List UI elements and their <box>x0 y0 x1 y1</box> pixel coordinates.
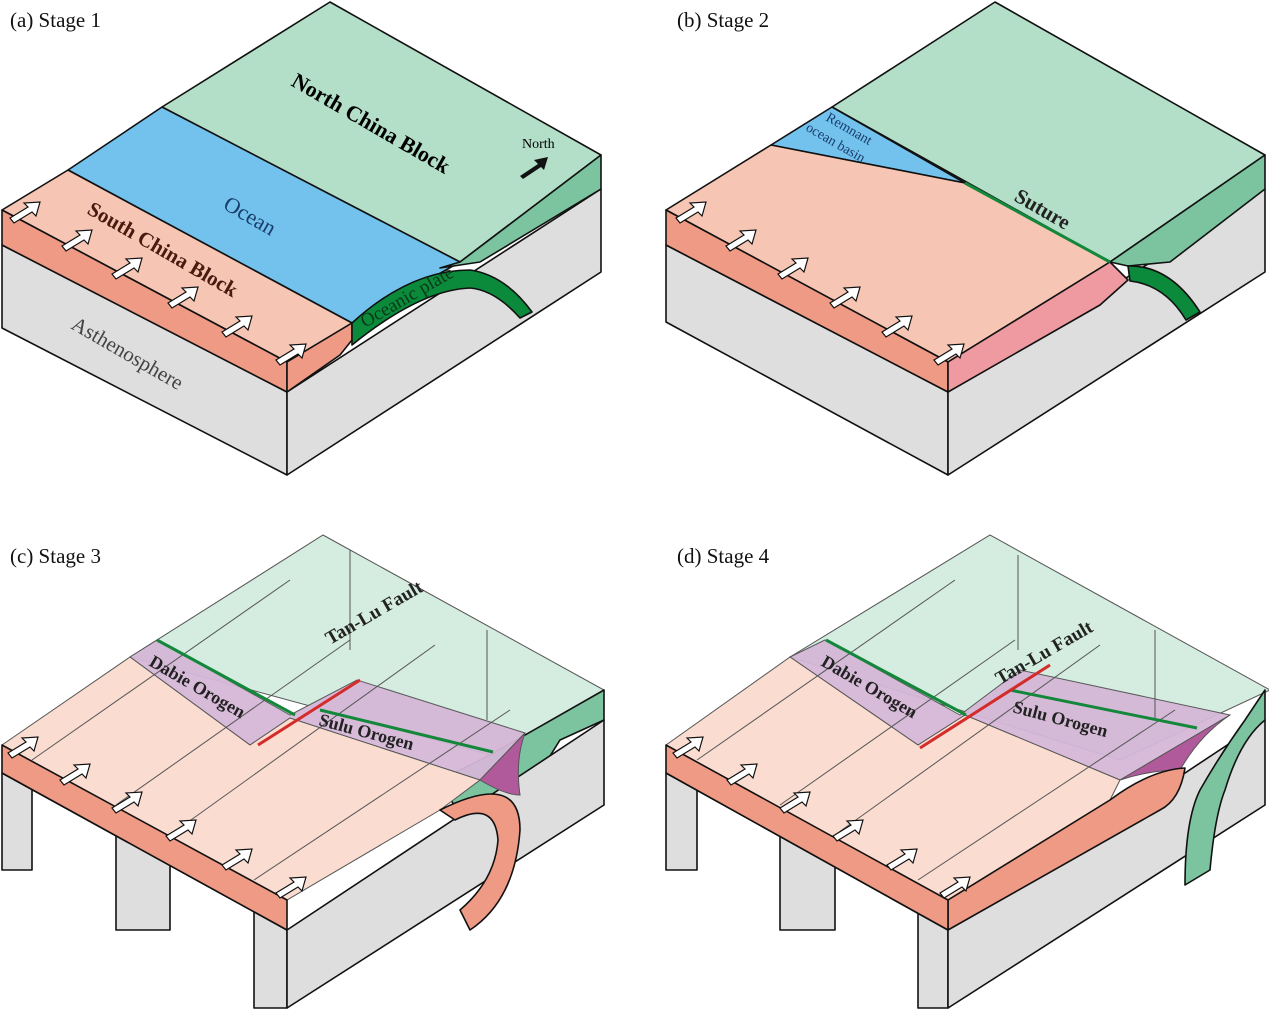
suture-dabie <box>156 638 296 717</box>
panel-d-title: (d) Stage 4 <box>677 544 770 568</box>
oceanic-plate <box>351 269 533 346</box>
panel-b: (b) Stage 2 Remnant ocean basin Suture <box>665 1 1266 476</box>
fault-blocks-c <box>31 550 511 881</box>
slab-d <box>947 767 1186 931</box>
north-china-side-b <box>1109 154 1266 267</box>
south-china-front-d <box>665 744 949 931</box>
suture-dabie-d <box>825 638 967 717</box>
panel-a-title: (a) Stage 1 <box>10 8 101 32</box>
fault-blocks-d <box>696 555 1176 881</box>
folded-slab-c <box>439 793 521 931</box>
suture-zone-side <box>947 261 1129 393</box>
south-china-block-right <box>286 322 353 393</box>
south-china-front-c <box>1 744 288 931</box>
oceanic-slab-b <box>1127 265 1201 321</box>
panel-a: (a) Stage 1 North China Block North Ocea… <box>1 1 602 476</box>
label-north: North <box>522 137 555 152</box>
suture-line <box>964 181 1111 264</box>
north-china-side <box>439 154 602 269</box>
tan-lu-fault-d <box>919 663 1051 750</box>
suture-sulu-d <box>1009 688 1198 730</box>
panel-b-title: (b) Stage 2 <box>677 8 769 32</box>
suture-sulu <box>319 708 494 754</box>
north-arrow-icon <box>520 157 548 179</box>
south-china-top-c <box>1 656 482 901</box>
panel-d: (d) Stage 4 Tan-Lu Fault Dab <box>665 534 1269 1009</box>
asthenosphere-right <box>286 188 602 476</box>
panel-c: (c) Stage 3 <box>1 534 606 1009</box>
tan-lu-fault-c <box>257 678 361 747</box>
panel-c-title: (c) Stage 3 <box>10 544 101 568</box>
dark-orogen-c <box>479 732 526 796</box>
north-china-side-d <box>1184 689 1266 886</box>
